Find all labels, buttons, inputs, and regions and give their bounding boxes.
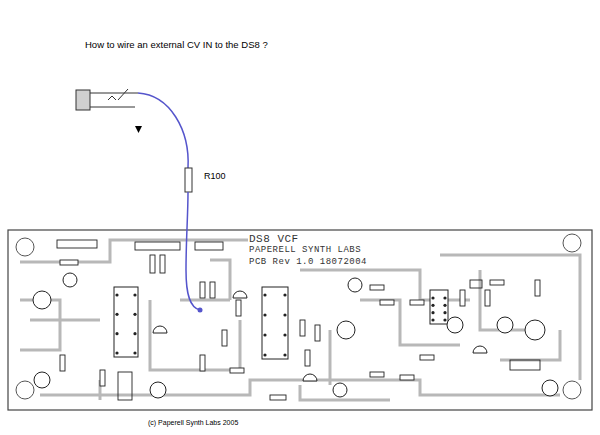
resistor [270,395,286,400]
ic-pin [133,351,136,354]
resistor [380,300,394,305]
ic-package [430,290,448,324]
ic-pin [431,296,434,299]
resistor [60,355,65,371]
pcb-silkscreen: PAPERELL SYNTH LABS [248,246,362,256]
capacitor [34,372,50,388]
jack-contacts [90,89,138,107]
ic-package [114,287,138,357]
pcb-trace [150,300,240,370]
resistor [60,260,78,265]
ic-pin [263,333,266,336]
pcb-trace [210,260,230,300]
resistor [490,280,504,285]
resistor [315,325,320,341]
resistor [410,300,424,305]
ic-pin [263,293,266,296]
ic-pin [115,293,118,296]
resistor [305,350,310,366]
capacitor [333,383,347,397]
ic-pin [283,293,286,296]
pin-header [195,242,223,250]
ic-pin [443,311,446,314]
ic-pin [443,318,446,321]
resistor [400,375,414,380]
ic-pin [115,332,118,335]
copyright-caption: (c) Paperell Synth Labs 2005 [148,419,238,427]
ic-pin [431,311,434,314]
ic-pin [115,313,118,316]
cv-wire [138,93,188,168]
ic-pin [263,313,266,316]
pin-header [57,240,97,248]
capacitor [497,317,513,333]
pcb-trace [180,299,230,302]
ic-pin [283,353,286,356]
pin-header [470,280,482,288]
resistor [300,320,305,336]
resistor [200,355,205,371]
pcb-silkscreen: DS8 VCF [248,233,300,245]
capacitor [63,273,77,287]
capacitor [337,321,355,339]
ic-pin [133,313,136,316]
mounting-hole [563,381,581,399]
capacitor [447,317,463,333]
transistor [473,346,487,353]
ic-pin [443,304,446,307]
ic-pin [133,332,136,335]
capacitor [33,291,51,309]
resistor [485,290,490,306]
capacitor [150,382,166,398]
resistor [160,255,165,273]
capacitor [542,380,558,396]
resistor [200,282,205,298]
solder-point [198,308,203,313]
diagram-title: How to wire an external CV IN to the DS8… [85,40,268,50]
ic-pin [283,333,286,336]
transistor [153,326,167,333]
transistor [303,374,317,381]
jack-body [76,90,90,110]
resistor [420,355,434,360]
resistor [535,280,540,296]
ic-pin [263,353,266,356]
ic-pin [115,351,118,354]
pcb-trace [329,330,332,385]
pcb-silkscreen: PCB Rev 1.0 18072004 [248,258,368,268]
pin-header [510,360,540,370]
resistor [370,285,384,290]
arrow-marker [135,126,142,133]
pin-header [135,242,180,250]
resistor [210,282,215,298]
resistor [222,330,227,346]
capacitor [525,320,545,340]
resistor [370,372,384,377]
resistor-label: R100 [204,172,226,182]
resistor [100,370,105,386]
resistor [460,290,465,306]
pin-header [118,372,132,400]
ic-pin [431,304,434,307]
transistor [233,291,247,298]
pcb-outline [8,230,592,410]
mounting-hole [563,234,581,252]
ic-pin [431,318,434,321]
resistor [230,368,244,373]
ic-pin [443,296,446,299]
ic-pin [133,293,136,296]
ic-pin [283,313,286,316]
mounting-hole [16,238,34,256]
pcb-trace [440,255,580,380]
pcb-trace [30,319,100,322]
cv-wire [186,192,200,310]
resistor [150,255,155,273]
resistor-symbol [185,168,192,192]
capacitor [348,278,362,292]
ic-package [262,287,288,359]
resistor [236,300,241,316]
mounting-hole [16,381,34,399]
